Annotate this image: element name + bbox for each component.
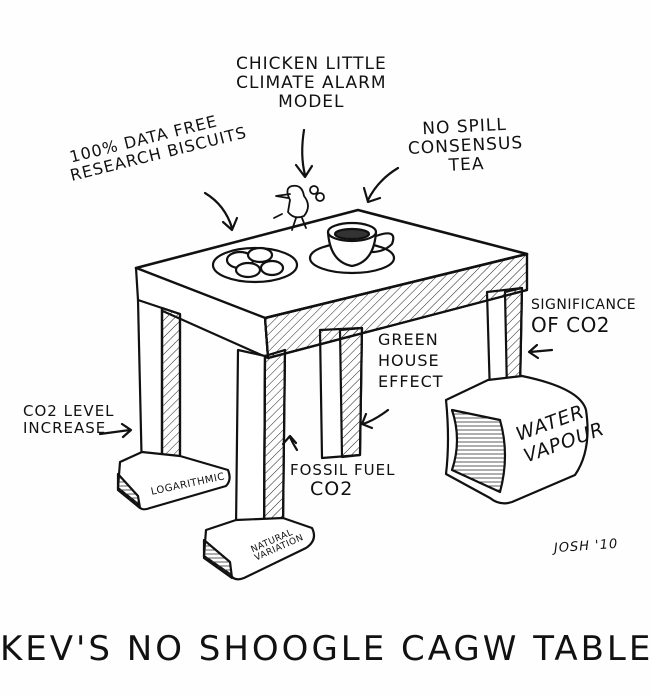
label-line: FOSSIL FUEL: [290, 461, 396, 479]
arrow-fossil-fuel: [281, 434, 299, 452]
arrow-tea: [362, 166, 400, 204]
label-line: SIGNIFICANCE: [531, 297, 637, 313]
arrow-significance: [527, 343, 554, 360]
arrow-chicken: [294, 128, 314, 179]
label-chicken-little: CHICKEN LITTLE CLIMATE ALARM MODEL: [236, 54, 387, 113]
cartoon-title: KEV'S NO SHOOGLE CAGW TABLE: [0, 629, 650, 669]
label-line: CHICKEN LITTLE: [236, 54, 387, 74]
label-line: MODEL: [278, 92, 345, 113]
book-logarithmic: [116, 450, 231, 511]
label-line: OF CO2: [531, 312, 611, 337]
label-tea: NO SPILL CONSENSUS TEA: [407, 115, 525, 178]
tea-cup: [308, 221, 396, 275]
biscuit-plate: [211, 246, 299, 284]
label-line: CO2: [310, 477, 354, 500]
label-line: CO2 LEVEL: [23, 402, 115, 420]
label-fossil-fuel-co2: FOSSIL FUEL CO2: [290, 462, 395, 500]
label-line: CLIMATE ALARM: [236, 73, 387, 94]
label-line: INCREASE: [23, 418, 107, 437]
label-line: EFFECT: [378, 371, 444, 391]
table-leg-front-left: [136, 298, 182, 480]
label-line: HOUSE: [378, 350, 440, 370]
label-significance-co2: SIGNIFICANCE OF CO2: [531, 297, 637, 337]
label-co2-level-increase: CO2 LEVEL INCREASE: [23, 403, 115, 437]
book-water-vapour: [444, 374, 589, 505]
label-line: GREEN: [378, 330, 439, 349]
chicken-little-bird: [273, 184, 325, 231]
arrow-co2-level: [98, 422, 133, 439]
book-natural-variation: [202, 516, 316, 581]
table-leg-greenhouse: [318, 326, 364, 460]
arrow-greenhouse: [360, 408, 390, 430]
table-leg-front-middle: [234, 348, 287, 534]
label-greenhouse-effect: GREEN HOUSE EFFECT: [378, 330, 444, 392]
arrow-biscuits: [203, 191, 239, 232]
